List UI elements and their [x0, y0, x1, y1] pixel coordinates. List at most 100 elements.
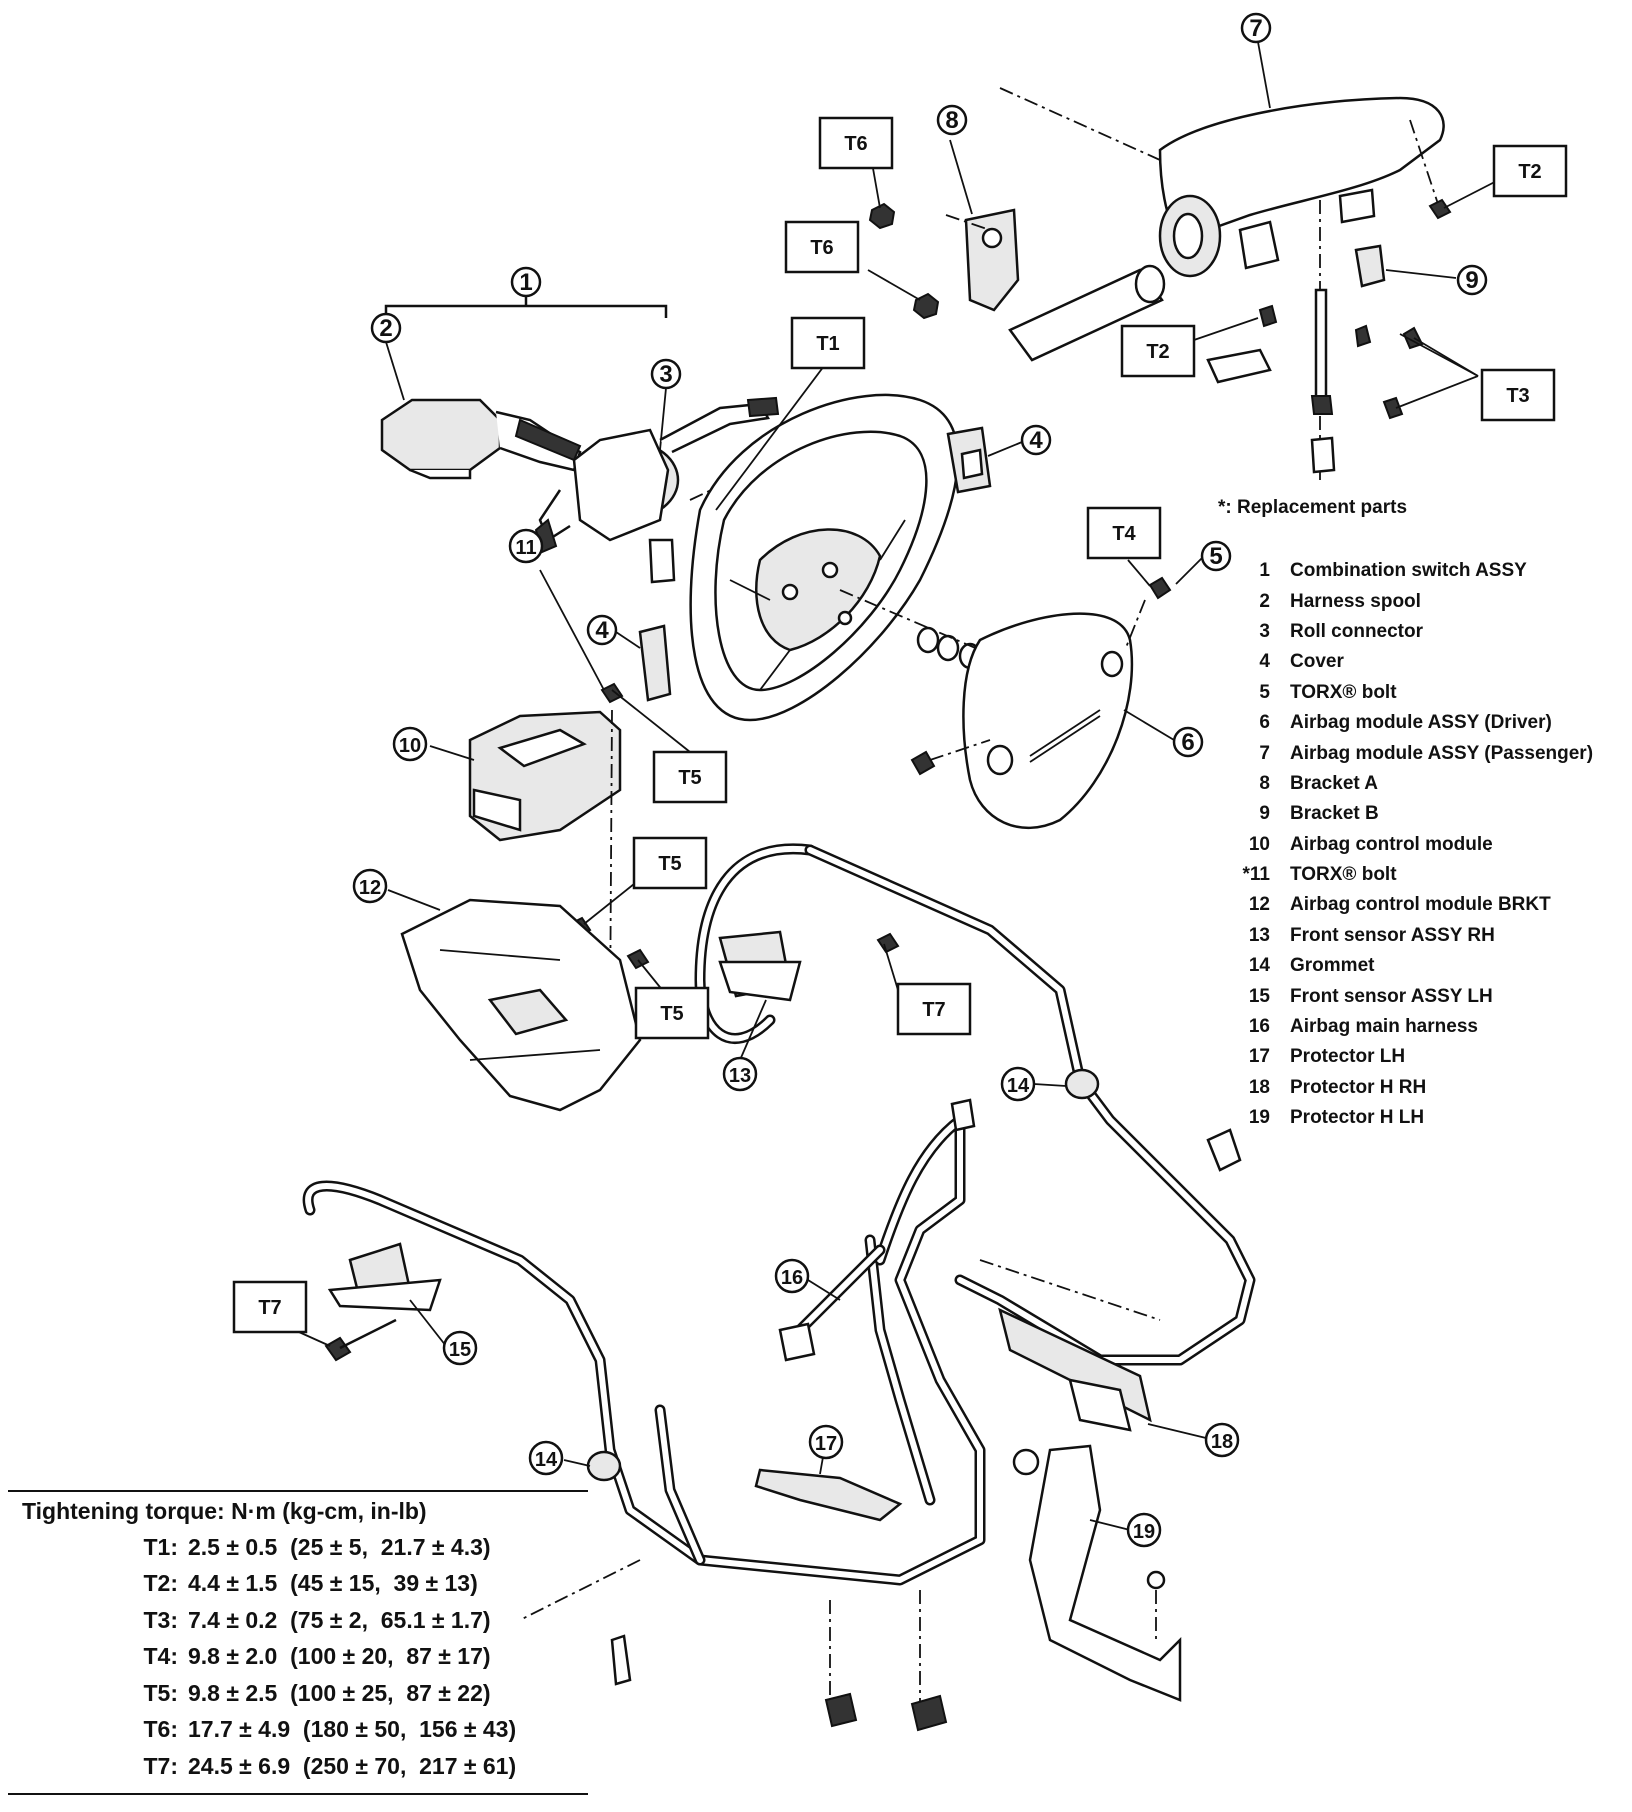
torque-box-t6-lower: T6 [784, 220, 860, 274]
legend-row: 3 Roll connector [1220, 617, 1630, 647]
callout-9: 9 [1456, 264, 1488, 296]
legend-part-name: Protector H LH [1290, 1107, 1425, 1129]
torque-id: T1: [143, 1533, 179, 1560]
legend-part-name: Front sensor ASSY RH [1290, 924, 1495, 946]
svg-text:1: 1 [519, 269, 532, 296]
driver-airbag-drawing [910, 576, 1172, 830]
legend-part-name: Combination switch ASSY [1290, 560, 1527, 582]
torque-value: 24.5 ± 6.9 (250 ± 70, 217 ± 61) [188, 1752, 517, 1779]
legend-part-name: Cover [1290, 651, 1344, 673]
legend-row: 15 Front sensor ASSY LH [1220, 981, 1630, 1011]
torque-row: T1: 2.5 ± 0.5 (25 ± 5, 21.7 ± 4.3) [8, 1529, 588, 1566]
torque-box-t2-lower: T2 [1120, 324, 1196, 378]
legend-number: 16 [1248, 1016, 1270, 1038]
torque-box-t5-a: T5 [652, 750, 728, 804]
legend-number: 8 [1259, 772, 1270, 794]
svg-text:T6: T6 [844, 133, 867, 155]
callout-14b: 14 [528, 1440, 564, 1476]
callout-7: 7 [1240, 12, 1272, 44]
legend-part-name: Front sensor ASSY LH [1290, 985, 1493, 1007]
legend-row: 7 Airbag module ASSY (Passenger) [1220, 738, 1630, 768]
combination-switch-drawing [380, 296, 801, 584]
callout-16: 16 [774, 1258, 810, 1294]
svg-text:13: 13 [729, 1065, 751, 1087]
legend-number: 2 [1259, 590, 1270, 612]
legend-row: 10 Airbag control module [1220, 830, 1630, 860]
legend-row: 5 TORX® bolt [1220, 678, 1630, 708]
legend-part-name: Roll connector [1290, 620, 1424, 642]
legend-number: 3 [1259, 620, 1270, 642]
legend-number: 12 [1248, 894, 1270, 916]
torque-value: 9.8 ± 2.0 (100 ± 20, 87 ± 17) [188, 1643, 491, 1670]
torque-id: T6: [143, 1716, 179, 1743]
legend-number: 10 [1248, 833, 1270, 855]
callout-11: 11 [508, 528, 544, 564]
legend-number: 7 [1259, 742, 1270, 764]
callout-8: 8 [936, 104, 968, 136]
svg-text:4: 4 [595, 617, 609, 644]
torque-box-t3: T3 [1480, 368, 1556, 422]
torque-row: T2: 4.4 ± 1.5 (45 ± 15, 39 ± 13) [8, 1566, 588, 1603]
torque-row: T4:9.8 ± 2.0 (100 ± 20, 87 ± 17) [8, 1639, 588, 1676]
callout-4a: 4 [1020, 424, 1052, 456]
torque-table-bottom-rule [8, 1792, 588, 1795]
legend-part-name: Grommet [1290, 955, 1375, 977]
torque-value: 2.5 ± 0.5 (25 ± 5, 21.7 ± 4.3) [188, 1533, 491, 1560]
svg-text:3: 3 [659, 361, 672, 388]
callout-1: 1 [510, 266, 542, 298]
legend-number: *11 [1242, 864, 1270, 886]
svg-text:7: 7 [1249, 15, 1262, 42]
svg-text:10: 10 [399, 735, 421, 757]
legend-part-name: TORX® bolt [1290, 864, 1397, 886]
svg-text:T5: T5 [678, 767, 701, 789]
legend-part-name: Airbag module ASSY (Driver) [1290, 712, 1552, 734]
legend-row: 2 Harness spool [1220, 586, 1630, 616]
legend-row: *11 TORX® bolt [1220, 860, 1630, 890]
svg-text:T2: T2 [1518, 161, 1541, 183]
legend-part-name: TORX® bolt [1290, 681, 1397, 703]
legend-number: 15 [1248, 985, 1270, 1007]
svg-text:17: 17 [815, 1433, 837, 1455]
callout-6: 6 [1172, 726, 1204, 758]
svg-text:8: 8 [945, 107, 958, 134]
torque-table: Tightening torque: N·m (kg-cm, in-lb) T1… [8, 1490, 588, 1795]
callout-15: 15 [442, 1330, 478, 1366]
torque-id: T2: [143, 1570, 179, 1597]
svg-text:18: 18 [1211, 1431, 1233, 1453]
legend-part-name: Airbag control module [1290, 833, 1493, 855]
legend-number: 5 [1259, 681, 1270, 703]
torque-table-title: Tightening torque: N·m (kg-cm, in-lb) [8, 1490, 588, 1529]
callout-13: 13 [722, 1056, 758, 1092]
legend-row: 18 Protector H RH [1220, 1073, 1630, 1103]
front-sensors-drawing [327, 930, 802, 1312]
callout-10: 10 [392, 726, 428, 762]
torque-row: T5:9.8 ± 2.5 (100 ± 25, 87 ± 22) [8, 1675, 588, 1712]
torque-value: 4.4 ± 1.5 (45 ± 15, 39 ± 13) [188, 1570, 478, 1597]
legend-part-name: Harness spool [1290, 590, 1421, 612]
svg-text:T4: T4 [1112, 523, 1136, 545]
legend-number: 1 [1259, 560, 1270, 582]
callout-18: 18 [1204, 1422, 1240, 1458]
legend-part-name: Airbag module ASSY (Passenger) [1290, 742, 1594, 764]
legend-part-name: Protector H RH [1290, 1076, 1427, 1098]
torque-box-t6-upper: T6 [818, 116, 894, 170]
torque-box-t5-b: T5 [632, 836, 708, 890]
svg-text:16: 16 [781, 1267, 803, 1289]
svg-text:14: 14 [535, 1449, 558, 1471]
svg-text:T6: T6 [810, 237, 833, 259]
legend-number: 9 [1259, 803, 1270, 825]
legend-part-name: Airbag main harness [1290, 1016, 1478, 1038]
replacement-parts-note: *: Replacement parts [1218, 497, 1408, 518]
svg-text:12: 12 [359, 877, 381, 899]
svg-text:9: 9 [1465, 267, 1478, 294]
callout-5: 5 [1200, 540, 1232, 572]
torque-value: 17.7 ± 4.9 (180 ± 50, 156 ± 43) [188, 1716, 517, 1743]
legend-number: 18 [1248, 1076, 1270, 1098]
svg-text:19: 19 [1133, 1521, 1155, 1543]
callout-3: 3 [650, 358, 682, 390]
